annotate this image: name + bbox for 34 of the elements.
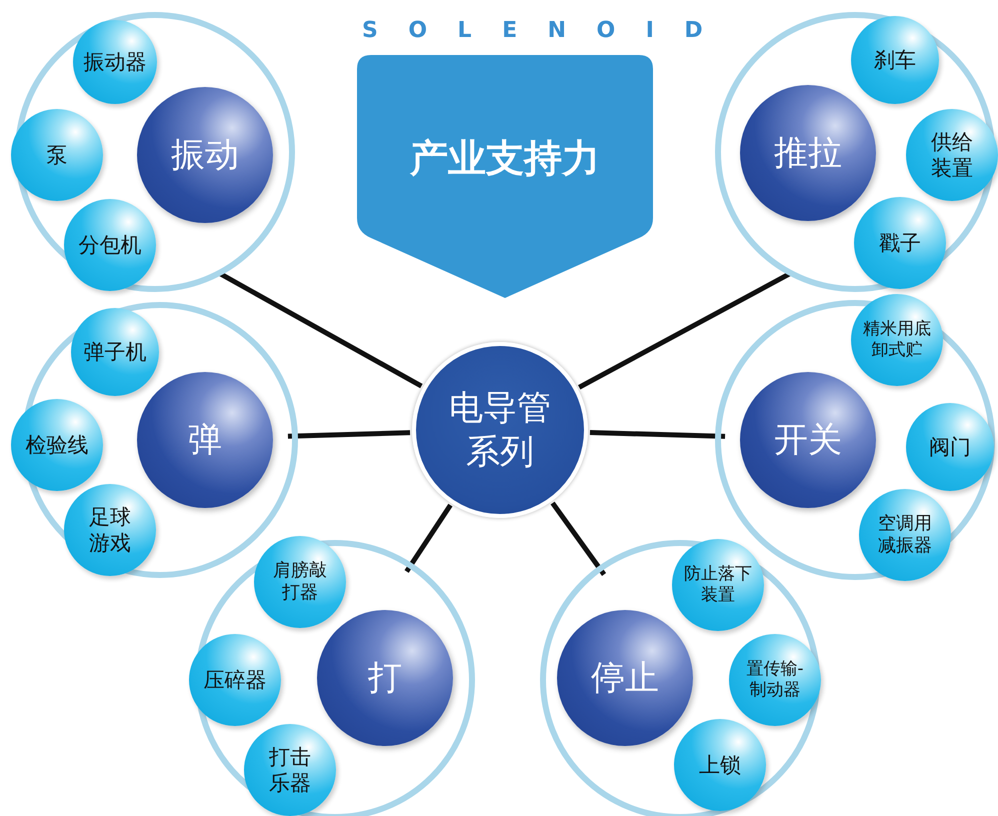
connector-line xyxy=(578,270,792,390)
connector-line xyxy=(550,502,606,576)
category-circle: 停止 xyxy=(557,610,693,746)
connector-line xyxy=(590,430,726,439)
category-circle: 打 xyxy=(317,610,453,746)
category-circle: 振动 xyxy=(137,87,273,223)
application-bubble: 阀门 xyxy=(906,403,994,491)
heading-text: SOLENOID xyxy=(362,20,734,42)
application-bubble: 精米用底卸式贮 xyxy=(851,294,943,386)
application-bubble: 压碎器 xyxy=(189,634,281,726)
application-bubble: 振动器 xyxy=(73,20,157,104)
application-bubble: 弹子机 xyxy=(71,308,159,396)
connector-line xyxy=(288,430,410,439)
application-bubble: 上锁 xyxy=(674,719,766,811)
application-bubble: 防止落下装置 xyxy=(672,539,764,631)
application-bubble: 戳子 xyxy=(854,197,946,289)
application-bubble: 空调用减振器 xyxy=(859,489,951,581)
application-bubble: 打击乐器 xyxy=(244,724,336,816)
application-bubble: 检验线 xyxy=(11,399,103,491)
banner-shape: 产业支持力 xyxy=(357,55,653,298)
application-bubble: 足球游戏 xyxy=(64,484,156,576)
category-circle: 开关 xyxy=(740,372,876,508)
application-bubble: 置传输-制动器 xyxy=(729,634,821,726)
category-circle: 推拉 xyxy=(740,85,876,221)
connector-line xyxy=(218,270,423,388)
application-bubble: 泵 xyxy=(11,109,103,201)
category-circle: 弹 xyxy=(137,372,273,508)
application-bubble: 刹车 xyxy=(851,16,939,104)
application-bubble: 肩膀敲打器 xyxy=(254,536,346,628)
ring-circle xyxy=(715,12,995,292)
ring-circle xyxy=(540,540,820,816)
application-bubble: 供给装置 xyxy=(906,109,998,201)
application-bubble: 分包机 xyxy=(64,199,156,291)
connector-line xyxy=(404,504,453,573)
